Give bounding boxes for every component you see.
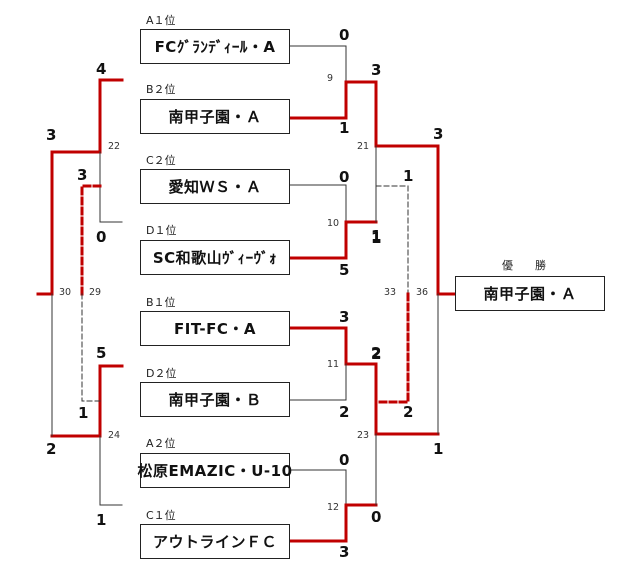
score: 3: [339, 308, 350, 326]
match-number: 11: [327, 359, 340, 370]
team-box: FCｸﾞﾗﾝﾃﾞｨｰﾙ・A: [140, 29, 290, 64]
m9-line-winner: [288, 80, 378, 120]
team-box: 南甲子園・Ｂ: [140, 382, 290, 417]
match-number: 10: [327, 218, 340, 229]
m29-line-winner: [80, 184, 102, 296]
m30-line-winner: [36, 150, 54, 296]
match-number: 29: [89, 287, 102, 298]
m10-line-winner: [288, 220, 378, 260]
score: 3: [371, 61, 382, 79]
m9-line-loser: [289, 45, 347, 83]
m11-line-loser: [289, 363, 347, 401]
team-box: 松原EMAZIC・U-10: [137, 453, 292, 488]
m33-line-loser: [375, 185, 409, 295]
score: 2: [339, 403, 350, 421]
team-box: FIT-FC・A: [140, 311, 290, 346]
score: 2: [371, 344, 382, 362]
seed-label: B１位: [146, 296, 176, 309]
score: 3: [77, 166, 88, 184]
seed-label: D１位: [146, 224, 177, 237]
score: 0: [339, 26, 350, 44]
seed-label: D２位: [146, 367, 177, 380]
m12-line-loser: [289, 469, 347, 506]
score: 2: [46, 440, 57, 458]
score: 1: [371, 229, 382, 247]
m10-line-loser: [289, 184, 347, 223]
score: 3: [46, 126, 57, 144]
seed-label: A１位: [146, 14, 176, 27]
m22-line-loser: [99, 151, 123, 223]
m24-line-loser: [99, 435, 123, 506]
seed-label: A２位: [146, 437, 176, 450]
match-number: 30: [59, 287, 72, 298]
team-box: SC和歌山ｳﾞｨｰｳﾞｫ: [140, 240, 290, 275]
score: 0: [339, 451, 350, 469]
m21-line-winner: [374, 80, 440, 148]
score: 0: [339, 168, 350, 186]
champion-label: 優勝: [502, 259, 568, 272]
m11-line-winner: [288, 326, 378, 366]
score: 3: [433, 125, 444, 143]
match-number: 24: [108, 430, 121, 441]
seed-label: C２位: [146, 154, 176, 167]
score: 4: [96, 60, 107, 78]
match-number: 12: [327, 502, 340, 513]
score: 1: [371, 227, 382, 245]
score: 3: [339, 543, 350, 561]
score: 5: [96, 344, 107, 362]
match-number: 36: [416, 287, 429, 298]
score: 1: [403, 167, 414, 185]
m33-line-winner: [374, 292, 410, 404]
score: 1: [96, 511, 107, 529]
score: 2: [371, 345, 382, 363]
champion-box: 南甲子園・Ａ: [455, 276, 605, 311]
team-box: 南甲子園・Ａ: [140, 99, 290, 134]
score: 1: [78, 404, 89, 422]
m22-line-winner: [50, 78, 124, 154]
match-number: 21: [357, 141, 370, 152]
score: 5: [339, 261, 350, 279]
match-number: 22: [108, 141, 121, 152]
score: 1: [433, 440, 444, 458]
m29-line-loser: [81, 293, 101, 402]
score: 0: [96, 228, 107, 246]
match-number: 23: [357, 430, 370, 441]
m36-line-winner: [436, 144, 457, 296]
seed-label: B２位: [146, 83, 176, 96]
match-number: 33: [384, 287, 397, 298]
score: 2: [403, 403, 414, 421]
team-box: 愛知ＷＳ・Ａ: [140, 169, 290, 204]
match-number: 9: [327, 73, 334, 84]
score: 0: [371, 508, 382, 526]
m12-line-winner: [288, 503, 378, 543]
score: 1: [339, 119, 350, 137]
seed-label: C１位: [146, 509, 176, 522]
team-box: アウトラインＦＣ: [140, 524, 290, 559]
